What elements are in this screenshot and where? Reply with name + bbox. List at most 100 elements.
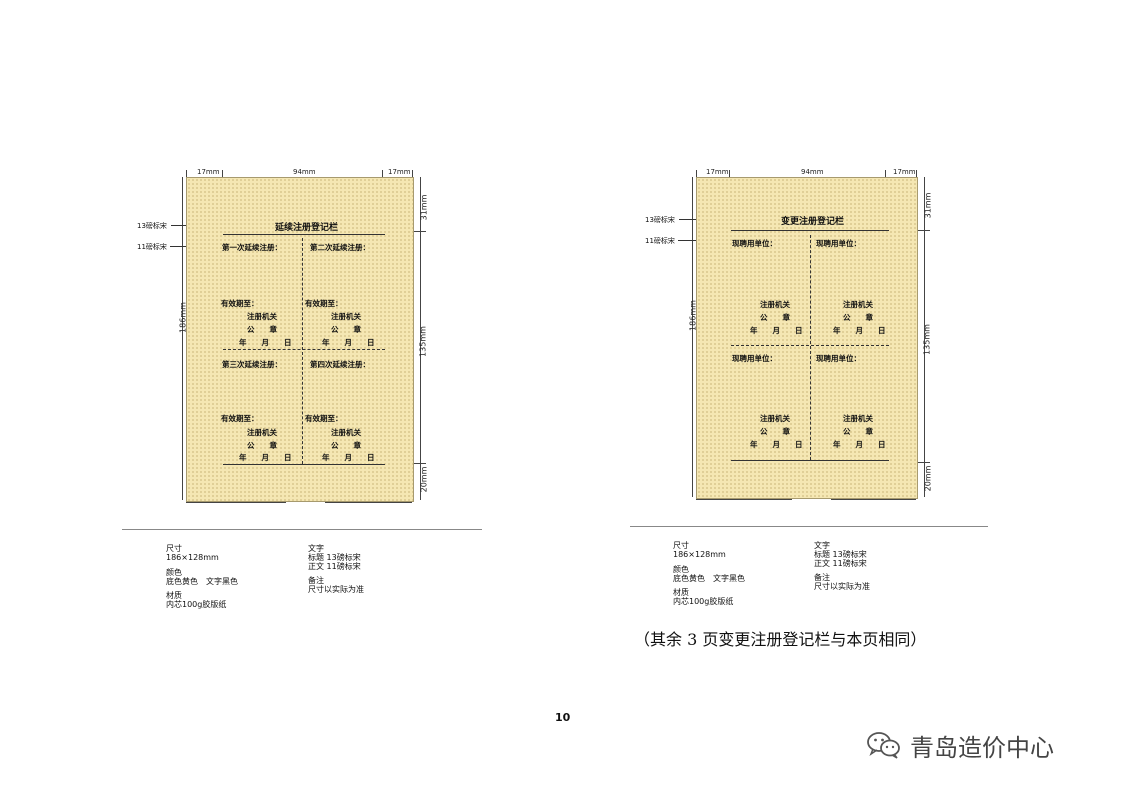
wechat-icon — [867, 732, 900, 759]
cell-org: 注册机关 — [247, 312, 277, 321]
cell-date: 年 月 日 — [833, 326, 886, 335]
cell-date: 年 月 日 — [239, 338, 292, 347]
middle-dash — [731, 345, 889, 346]
dim-tick — [918, 462, 930, 463]
registration-card: 延续注册登记栏 第一次延续注册： 有效期至： 注册机关 公 章 年 月 日 第二… — [186, 177, 414, 502]
callout-body-font: 11磅标宋 — [137, 243, 167, 251]
callout-body-font: 11磅标宋 — [645, 237, 675, 245]
same-pages-remark: （其余 3 页变更注册登记栏与本页相同） — [634, 630, 927, 649]
cell-seal: 公 章 — [843, 313, 873, 322]
dim-right-margin: 17mm — [893, 168, 916, 176]
bottom-rule — [223, 464, 385, 465]
middle-dash — [223, 349, 385, 350]
spec-text-body: 正文 11磅标宋 — [814, 559, 867, 568]
cell-heading: 第一次延续注册： — [222, 243, 282, 252]
spec-text-body: 正文 11磅标宋 — [308, 562, 361, 571]
card-title: 延续注册登记栏 — [275, 223, 339, 233]
cell-date: 年 月 日 — [239, 453, 292, 462]
cell-date: 年 月 日 — [322, 453, 375, 462]
spec-size-value: 186×128mm — [673, 550, 726, 559]
dim-tick — [414, 463, 426, 464]
spec-text-label: 文字 — [814, 541, 830, 550]
cell-org: 注册机关 — [331, 428, 361, 437]
cell-date: 年 月 日 — [750, 440, 803, 449]
center-dash — [302, 238, 303, 464]
cell-valid: 有效期至： — [221, 299, 259, 308]
spec-size-value: 186×128mm — [166, 553, 219, 562]
spec-material-value: 内芯100g胶版纸 — [166, 600, 227, 609]
cell-org: 注册机关 — [843, 414, 873, 423]
dim-center-width: 94mm — [293, 168, 316, 176]
spec-material-label: 材质 — [166, 591, 182, 600]
spec-color-label: 颜色 — [166, 568, 182, 577]
callout-title-font: 13磅标宋 — [137, 222, 167, 230]
spec-note-value: 尺寸以实际为准 — [308, 585, 364, 594]
cell-heading: 第二次延续注册： — [310, 243, 370, 252]
spec-note-value: 尺寸以实际为准 — [814, 582, 870, 591]
spec-divider — [122, 529, 482, 530]
cell-org: 注册机关 — [843, 300, 873, 309]
dim-top-section: 31mm — [923, 192, 933, 219]
cell-org: 注册机关 — [760, 414, 790, 423]
spec-material-label: 材质 — [673, 588, 689, 597]
spec-color-label: 颜色 — [673, 565, 689, 574]
spec-material-value: 内芯100g胶版纸 — [673, 597, 734, 606]
cell-seal: 公 章 — [331, 325, 361, 334]
cell-valid: 有效期至： — [305, 414, 343, 423]
cell-heading: 现聘用单位： — [816, 354, 861, 363]
cell-seal: 公 章 — [760, 313, 790, 322]
dim-tick — [918, 230, 930, 231]
cell-heading: 第四次延续注册： — [310, 360, 370, 369]
dim-middle-section: 135mm — [418, 326, 428, 357]
cell-seal: 公 章 — [247, 441, 277, 450]
dim-tick — [414, 231, 426, 232]
spec-color-value: 底色黄色 文字黑色 — [166, 577, 238, 586]
title-rule — [731, 230, 889, 231]
cell-seal: 公 章 — [843, 427, 873, 436]
watermark: 青岛造价中心 — [866, 728, 1086, 762]
dim-bottom-section: 20mm — [419, 466, 429, 493]
cell-valid: 有效期至： — [221, 414, 259, 423]
cell-date: 年 月 日 — [833, 440, 886, 449]
cell-seal: 公 章 — [760, 427, 790, 436]
spec-note-label: 备注 — [814, 573, 830, 582]
page-number: 10 — [555, 711, 571, 724]
spec-size-label: 尺寸 — [673, 541, 689, 550]
spec-color-value: 底色黄色 文字黑色 — [673, 574, 745, 583]
section-dim-line — [420, 177, 421, 500]
spec-text-label: 文字 — [308, 544, 324, 553]
cell-org: 注册机关 — [760, 300, 790, 309]
dim-left-margin: 17mm — [706, 168, 729, 176]
registration-card: 变更注册登记栏 现聘用单位： 注册机关 公 章 年 月 日 现聘用单位： 注册机… — [696, 177, 918, 499]
center-dash — [810, 235, 811, 460]
spec-text-title: 标题 13磅标宋 — [814, 550, 867, 559]
cell-heading: 现聘用单位： — [816, 239, 861, 248]
height-dim-line — [692, 177, 693, 497]
spec-size-label: 尺寸 — [166, 544, 182, 553]
cell-org: 注册机关 — [331, 312, 361, 321]
dim-top-section: 31mm — [419, 194, 429, 221]
height-dim-line — [182, 177, 183, 500]
title-rule — [223, 234, 385, 235]
card-title: 变更注册登记栏 — [781, 217, 845, 227]
cell-seal: 公 章 — [247, 325, 277, 334]
watermark-text: 青岛造价中心 — [910, 734, 1054, 762]
spec-text-title: 标题 13磅标宋 — [308, 553, 361, 562]
cell-date: 年 月 日 — [750, 326, 803, 335]
dim-center-width: 94mm — [801, 168, 824, 176]
cell-seal: 公 章 — [331, 441, 361, 450]
cell-heading: 现聘用单位： — [732, 239, 777, 248]
section-dim-line — [924, 177, 925, 497]
bottom-rule — [731, 460, 889, 461]
dim-middle-section: 135mm — [922, 324, 932, 355]
callout-title-font: 13磅标宋 — [645, 216, 675, 224]
cell-heading: 第三次延续注册： — [222, 360, 282, 369]
cell-heading: 现聘用单位： — [732, 354, 777, 363]
spec-note-label: 备注 — [308, 576, 324, 585]
cell-org: 注册机关 — [247, 428, 277, 437]
dim-bottom-section: 20mm — [923, 465, 933, 492]
dim-left-margin: 17mm — [197, 168, 220, 176]
dim-right-margin: 17mm — [388, 168, 411, 176]
cell-date: 年 月 日 — [322, 338, 375, 347]
spec-divider — [630, 526, 988, 527]
